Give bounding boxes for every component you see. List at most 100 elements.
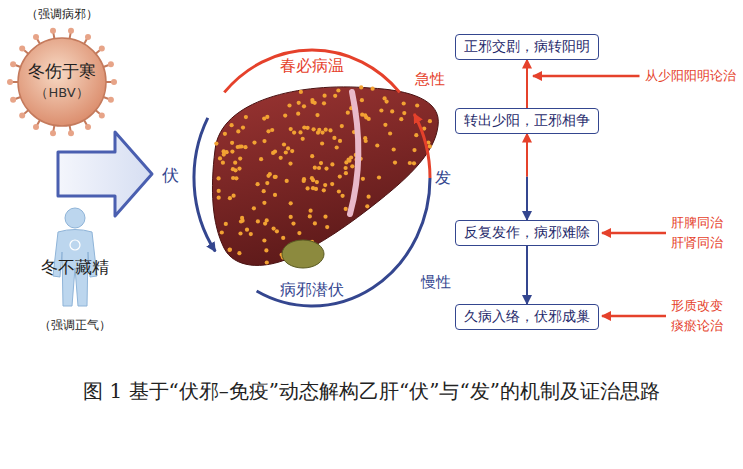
virus-dot (273, 193, 277, 197)
virus-dot (415, 103, 419, 107)
virus-knob (19, 46, 25, 52)
virus-dot (338, 175, 342, 179)
person-text: 冬不藏精 (41, 258, 109, 278)
virus-dot (275, 229, 279, 233)
therapy-note: 痰瘀论治 (671, 319, 723, 334)
emphasis-note: （强调病邪） (2, 6, 122, 23)
figure-caption: 图 1 基于“伏邪–免疫”动态解构乙肝“伏”与“发”的机制及证治思路 (70, 368, 673, 414)
phase-label: 急性 (415, 71, 445, 88)
virus-dot (285, 179, 289, 183)
virus-dot (337, 189, 341, 193)
virus-dot (338, 139, 342, 143)
virus-dot (330, 162, 334, 166)
arc-acute (414, 114, 430, 178)
virus-dot (364, 139, 368, 143)
virus-dot (324, 128, 328, 132)
virus-dot (311, 100, 315, 104)
virus-dot (228, 196, 232, 200)
virus-dot (302, 104, 306, 108)
virus-dot (350, 164, 354, 168)
leader-arrow (533, 75, 640, 78)
virus-dot (306, 186, 310, 190)
virus-dot (408, 161, 412, 165)
virus-dot (365, 204, 369, 208)
virus-dot (383, 123, 387, 127)
virus-dot (310, 176, 314, 180)
virus-dot (325, 225, 329, 229)
virus-dot (428, 144, 432, 148)
virus-dot (323, 183, 327, 187)
arc-chronic (257, 178, 430, 306)
virus-dot (371, 87, 375, 91)
phase-label: 慢性 (421, 274, 451, 291)
virus-dot (220, 230, 224, 234)
virus-dot (296, 112, 300, 116)
virus-dot (306, 126, 310, 130)
virus-dot (320, 141, 324, 145)
virus-dot (322, 101, 326, 105)
virus-dot (346, 111, 350, 115)
virus-dot (311, 186, 315, 190)
virus-dot (240, 216, 244, 220)
arc-label: 春必病温 (280, 57, 344, 75)
virus-dot (252, 141, 256, 145)
virus-dot (273, 175, 277, 179)
virus-dot (332, 136, 336, 140)
virus-dot (344, 166, 348, 170)
virus-dot (385, 100, 389, 104)
leader-arrow (602, 232, 666, 235)
virus-dot (282, 142, 286, 146)
virus-dot (238, 157, 242, 161)
virus-dot (317, 166, 321, 170)
virus-knob (85, 124, 91, 130)
virus-dot (274, 175, 278, 179)
person-head (65, 208, 85, 228)
virus-node: （强调病邪）冬伤于寒（HBV） (2, 2, 122, 142)
virus-dot (377, 175, 381, 179)
virus-dot (289, 201, 293, 205)
virus-dot (262, 189, 266, 193)
virus-dot (299, 90, 303, 94)
virus-dot (265, 218, 269, 222)
liver-ligament (350, 92, 359, 214)
arc-label: 发 (435, 169, 451, 187)
virus-knob (111, 79, 117, 85)
flow-arrow (527, 134, 528, 221)
virus-dot (428, 119, 432, 123)
virus-dot (360, 98, 364, 102)
virus-knob (68, 28, 74, 34)
virus-dot (341, 194, 345, 198)
virus-dot (237, 167, 241, 171)
virus-dot (335, 145, 339, 149)
process-box: 转出少阳，正邪相争 (455, 108, 599, 134)
emphasis-note: （强调正气） (39, 319, 111, 333)
virus-dot (379, 108, 383, 112)
virus-dot (264, 248, 268, 252)
virus-dot (390, 109, 394, 113)
process-box: 正邪交剧，病转阳明 (455, 34, 599, 60)
virus-dot (393, 161, 397, 165)
virus-dot (402, 111, 406, 115)
virus-dot (236, 129, 240, 133)
therapy-note: 从少阳阳明论治 (645, 69, 736, 84)
virus-knob (7, 79, 13, 85)
virus-dot (302, 177, 306, 181)
virus-dot (217, 176, 221, 180)
virus-dot (270, 128, 274, 132)
input-arrow (58, 132, 152, 216)
virus-dot (324, 167, 328, 171)
virus-knob (10, 97, 16, 103)
virus-dot (286, 146, 290, 150)
leader-arrow (602, 315, 666, 318)
therapy-note: 肝肾同治 (671, 236, 723, 251)
arrow-line (526, 246, 528, 305)
virus-dot (221, 161, 225, 165)
flow-arrow (527, 60, 528, 109)
virus-dot (414, 133, 418, 137)
virus-dot (290, 149, 294, 153)
virus-dot (217, 189, 221, 193)
virus-dot (217, 196, 221, 200)
process-box: 反复发作，病邪难除 (455, 220, 599, 246)
virus-dot (315, 113, 319, 117)
